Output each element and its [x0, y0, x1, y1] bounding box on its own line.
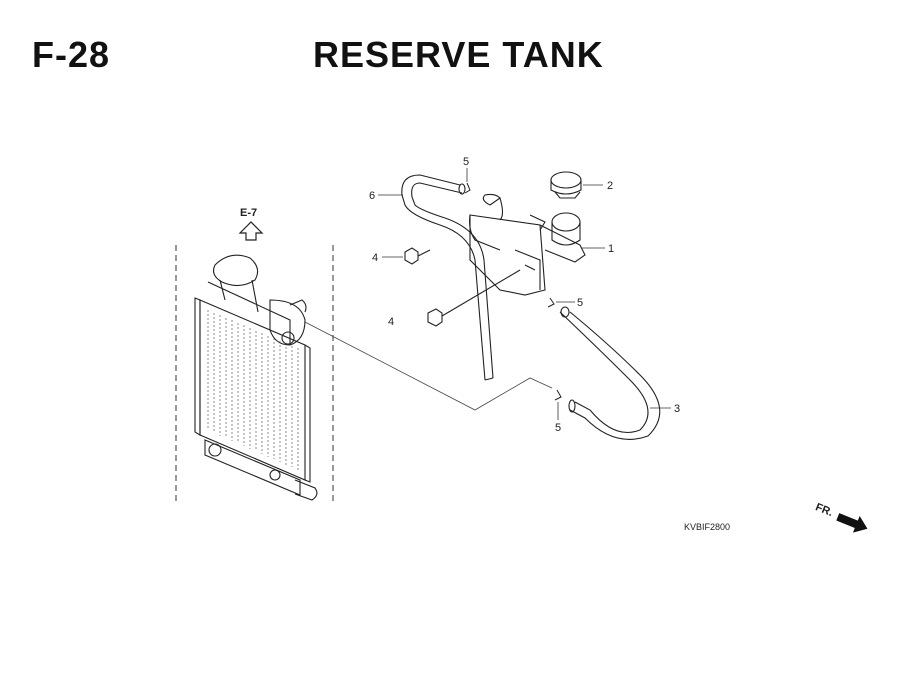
reserve-tank-drawing: [469, 193, 586, 296]
overflow-hose: [401, 174, 494, 381]
callout-4-upper: 4: [372, 252, 378, 264]
hose-clips: [464, 182, 562, 401]
up-arrow-icon: [238, 221, 264, 241]
diagram-code: KVBIF2800: [684, 522, 730, 532]
front-direction-indicator: FR.: [814, 501, 868, 533]
bolts: [404, 247, 521, 327]
section-link-label[interactable]: E-7: [240, 207, 257, 219]
radiator-drawing: [194, 254, 318, 501]
page-code: F-28: [32, 34, 111, 75]
callout-2: 2: [607, 180, 613, 192]
front-arrow-icon: [836, 513, 868, 533]
leader-lines: [378, 168, 671, 420]
callout-5-top: 5: [463, 156, 469, 168]
tank-cap-drawing: [550, 171, 582, 199]
callout-4-lower: 4: [388, 316, 394, 328]
callout-5-bottom: 5: [555, 422, 561, 434]
connection-line: [304, 321, 553, 411]
callout-3: 3: [674, 403, 680, 415]
page-title: RESERVE TANK: [313, 34, 604, 75]
callout-6: 6: [369, 190, 375, 202]
front-label: FR.: [814, 501, 835, 519]
callout-1: 1: [608, 243, 614, 255]
callout-5-mid: 5: [577, 297, 583, 309]
siphon-hose: [559, 306, 661, 440]
